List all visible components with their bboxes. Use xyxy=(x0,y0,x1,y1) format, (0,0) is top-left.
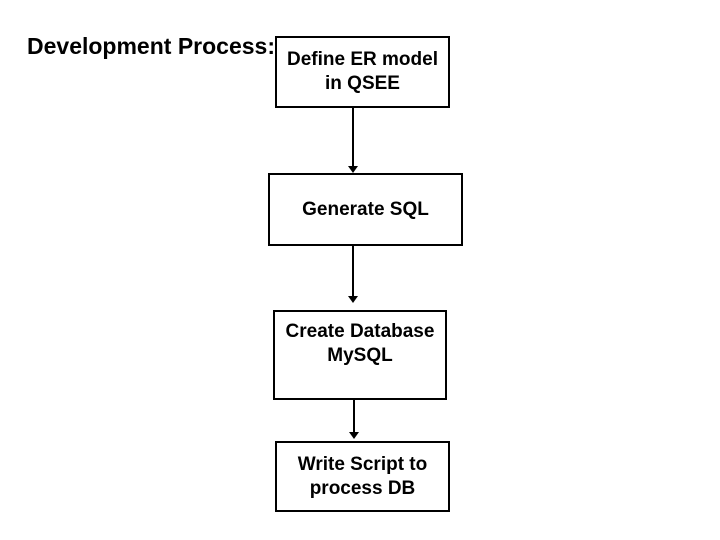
arrow-line xyxy=(352,246,354,297)
flow-step-generate-sql: Generate SQL xyxy=(268,173,463,246)
flow-step-label: Define ER model in QSEE xyxy=(287,49,438,94)
flow-step-create-database-mysql: Create Database MySQL xyxy=(273,310,447,400)
arrow-head-icon xyxy=(349,432,359,439)
flow-step-label: Write Script to process DB xyxy=(297,453,428,499)
flow-step-define-er-model: Define ER model in QSEE xyxy=(275,36,450,108)
arrow-line xyxy=(352,108,354,167)
down-arrow-connector-3 xyxy=(349,400,359,439)
flow-step-label: Generate SQL xyxy=(302,198,429,220)
arrow-head-icon xyxy=(348,166,358,173)
down-arrow-connector-1 xyxy=(348,108,358,173)
slide-title: Development Process: xyxy=(27,33,275,59)
flow-step-label: Create Database MySQL xyxy=(285,321,435,366)
flow-step-write-script-process-db: Write Script to process DB xyxy=(275,441,450,512)
arrow-line xyxy=(353,400,355,433)
arrow-head-icon xyxy=(348,296,358,303)
down-arrow-connector-2 xyxy=(348,246,358,303)
